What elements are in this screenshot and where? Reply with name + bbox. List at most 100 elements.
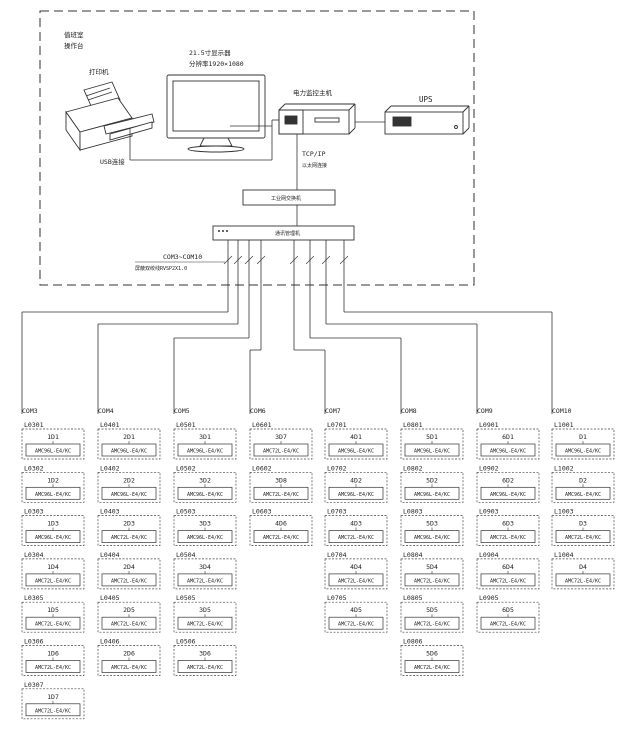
meter-model: AMC96L-E4/KC <box>565 449 601 455</box>
meter-model: AMC72L-E4/KC <box>565 535 601 541</box>
circuit-label: L0401 <box>100 421 120 429</box>
meter-box <box>101 486 157 500</box>
meter-model: AMC72L-E4/KC <box>111 578 147 584</box>
meter-box <box>555 573 611 587</box>
meter-box <box>404 443 460 457</box>
meter-group <box>324 471 388 503</box>
meter-model: AMC96L-E4/KC <box>35 492 71 498</box>
column-com8: COM8L08015D1AMC96L-E4/KCL08025D2AMC96L-E… <box>400 407 464 676</box>
meter-model: AMC72L-E4/KC <box>490 622 526 628</box>
meter-group <box>400 471 464 503</box>
circuit-label: L0705 <box>327 594 347 602</box>
meter-box <box>328 443 384 457</box>
meter-box <box>177 573 233 587</box>
meter-model: AMC72L-E4/KC <box>263 535 299 541</box>
meter-model: AMC96L-E4/KC <box>111 449 147 455</box>
meter-id: D2 <box>579 476 587 484</box>
com-port-label: COM6 <box>250 407 266 415</box>
meter-box <box>328 616 384 630</box>
meter-group <box>551 428 615 460</box>
meter-box <box>480 530 536 543</box>
com-port-label: COM8 <box>401 407 417 415</box>
meter-model: AMC72L-E4/KC <box>35 665 71 671</box>
meter-box <box>101 660 157 673</box>
meter-group <box>173 601 237 633</box>
meter-box <box>404 530 460 543</box>
printer-icon <box>65 81 155 152</box>
meter-id: 6D1 <box>502 433 514 441</box>
meter-group <box>476 471 540 503</box>
cable-tick <box>321 255 331 265</box>
ups-label: UPS <box>419 95 433 104</box>
circuit-label: L1003 <box>554 508 574 516</box>
meter-box <box>404 616 460 630</box>
meter-id: 5D3 <box>426 520 438 528</box>
circuit-label: L0504 <box>176 551 196 559</box>
meter-model: AMC96L-E4/KC <box>565 492 601 498</box>
column-com3: COM3L03011D1AMC96L-E4/KCL03021D2AMC96L-E… <box>21 407 85 720</box>
circuit-label: L0405 <box>100 594 120 602</box>
circuit-label: L0904 <box>479 551 499 559</box>
circuit-label: L0502 <box>176 464 196 472</box>
meter-id: 1D4 <box>47 563 59 571</box>
com-port-label: COM9 <box>477 407 493 415</box>
meter-id: 6D5 <box>502 606 514 614</box>
meter-id: 1D7 <box>47 693 59 701</box>
meter-id: 4D4 <box>350 563 362 571</box>
meter-group <box>21 428 85 460</box>
monitor-icon <box>166 74 266 153</box>
meter-box <box>25 616 81 630</box>
meter-model: AMC72L-E4/KC <box>187 578 223 584</box>
meter-box <box>480 573 536 587</box>
meter-group <box>173 558 237 590</box>
circuit-label: L0804 <box>403 551 423 559</box>
meter-box <box>555 486 611 500</box>
eth-label: 以太网连接 <box>302 162 327 169</box>
meter-model: AMC72L-E4/KC <box>35 578 71 584</box>
circuit-label: L0503 <box>176 508 196 516</box>
meter-id: 4D5 <box>350 606 362 614</box>
circuit-label: L0601 <box>252 421 272 429</box>
meter-box <box>328 530 384 543</box>
meter-model: AMC96L-E4/KC <box>490 449 526 455</box>
circuit-label: L0702 <box>327 464 347 472</box>
meter-group <box>97 515 161 546</box>
meter-group <box>551 471 615 503</box>
cable-tick <box>289 255 299 265</box>
cable-tick <box>256 255 266 265</box>
meter-id: 2D6 <box>123 650 135 658</box>
circuit-label: L0404 <box>100 551 120 559</box>
meter-id: 5D6 <box>426 650 438 658</box>
circuit-label: L1001 <box>554 421 574 429</box>
meter-group <box>249 471 313 503</box>
meter-id: 4D3 <box>350 520 362 528</box>
meter-group <box>21 688 85 720</box>
column-com5: COM5L05013D1AMC96L-E4/KCL05023D2AMC96L-E… <box>173 407 237 676</box>
meter-box <box>25 530 81 543</box>
circuit-label: L0704 <box>327 551 347 559</box>
com-port-label: COM7 <box>325 407 341 415</box>
meter-id: 3D3 <box>199 520 211 528</box>
meter-group <box>324 515 388 546</box>
meter-box <box>177 616 233 630</box>
meter-id: 1D1 <box>47 433 59 441</box>
meter-id: 3D4 <box>199 563 211 571</box>
meter-id: 1D5 <box>47 606 59 614</box>
meter-model: AMC96L-E4/KC <box>187 535 223 541</box>
meter-box <box>328 573 384 587</box>
circuit-label: L0603 <box>252 508 272 516</box>
com-port-label: COM3 <box>22 407 38 415</box>
meter-id: 3D2 <box>199 476 211 484</box>
circuit-label: L0905 <box>479 594 499 602</box>
meter-group <box>97 428 161 460</box>
meter-model: AMC96L-E4/KC <box>414 535 450 541</box>
column-com6: COM6L06013D7AMC72L-E4/KCL06023D8AMC72L-E… <box>249 407 313 546</box>
meter-id: 2D4 <box>123 563 135 571</box>
meter-id: 2D2 <box>123 476 135 484</box>
printer-label: 打印机 <box>89 67 109 76</box>
cable-tick <box>233 255 243 265</box>
meter-box <box>101 530 157 543</box>
meter-box <box>177 486 233 500</box>
circuit-label: L0602 <box>252 464 272 472</box>
meter-box <box>253 486 309 500</box>
